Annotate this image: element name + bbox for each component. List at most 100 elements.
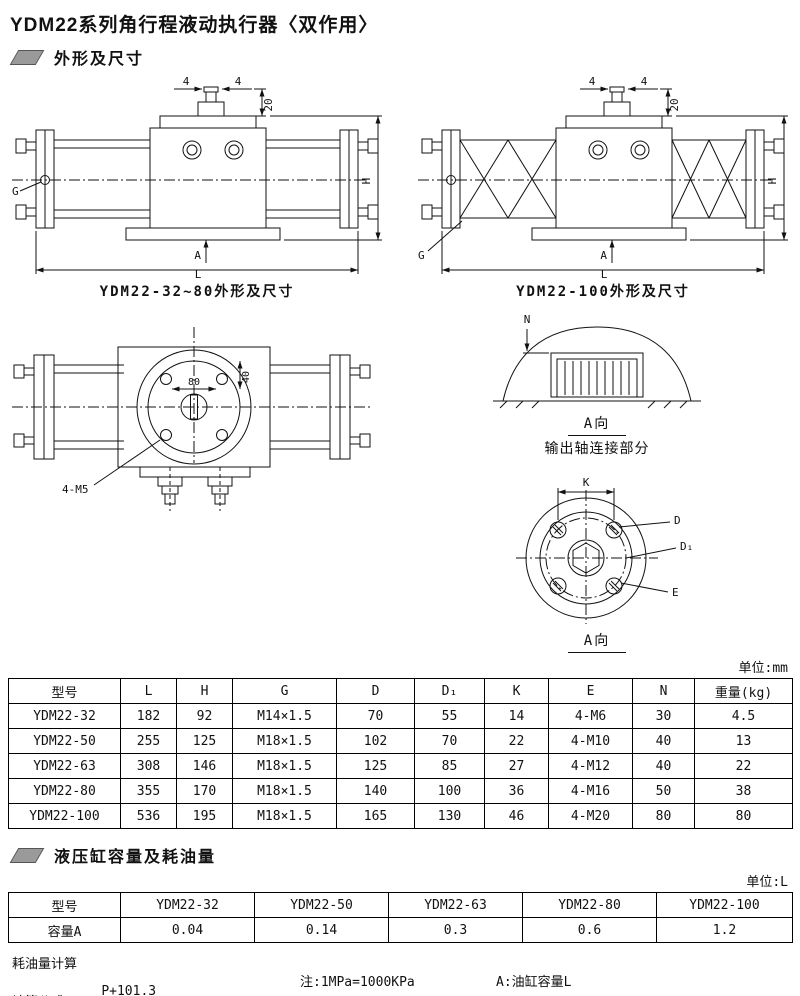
table-cell: 46	[484, 803, 549, 829]
view-a-label: A向	[567, 630, 627, 653]
dim-label-A: A	[194, 249, 201, 262]
table-cell: 165	[336, 803, 415, 829]
drawing-caption-32-80: YDM22-32~80外形及尺寸	[99, 284, 295, 300]
table-row-header: 容量A	[8, 917, 121, 943]
dim-label-80: 80	[188, 377, 200, 388]
view-label-block: A向	[567, 630, 627, 653]
table-cell: 195	[176, 803, 233, 829]
plan-view-drawing-icon: 80 40 4-M5	[12, 327, 372, 511]
dim-label-20: 20	[668, 98, 681, 111]
table-row-header: YDM22-80	[8, 778, 121, 804]
table-cell: 80	[632, 803, 695, 829]
output-shaft-dome-drawing-icon: N	[493, 313, 701, 409]
dim-label-E: E	[672, 586, 679, 599]
table-header-cell: K	[484, 678, 549, 704]
table-cell: 125	[176, 728, 233, 754]
drawing-caption-100: YDM22-100外形及尺寸	[516, 284, 690, 300]
table-header-cell: YDM22-50	[254, 892, 389, 918]
table-row-header: YDM22-32	[8, 703, 121, 729]
table-cell: 38	[694, 778, 793, 804]
table-row-header: YDM22-63	[8, 753, 121, 779]
section-heading-label: 外形及尺寸	[54, 49, 145, 68]
section-heading-label: 液压缸容量及耗油量	[54, 847, 217, 866]
table-cell: 308	[120, 753, 177, 779]
dim-label-4: 4	[183, 75, 190, 88]
calc-title: 耗油量计算	[12, 957, 78, 972]
table-header-cell: 型号	[8, 678, 121, 704]
table-header-cell: G	[232, 678, 337, 704]
table-cell: 4-M12	[548, 753, 633, 779]
table-cell: 102	[336, 728, 415, 754]
dim-label-H: H	[360, 178, 373, 185]
formula-fraction: P+101.3 101.3	[98, 984, 159, 996]
dim-label-4: 4	[641, 75, 648, 88]
table-cell: 0.04	[120, 917, 255, 943]
table-cell: 355	[120, 778, 177, 804]
table-cell: 4-M20	[548, 803, 633, 829]
flange-drawing-icon: K D D₁ E	[516, 476, 693, 624]
page-title: YDM22系列角行程液动执行器〈双作用〉	[10, 15, 379, 36]
table-row-header: YDM22-50	[8, 728, 121, 754]
formula-numerator: P+101.3	[98, 984, 159, 996]
note-a: A:油缸容量L	[496, 975, 572, 990]
table-header-cell: YDM22-63	[388, 892, 523, 918]
table-cell: 182	[120, 703, 177, 729]
table-cell: 36	[484, 778, 549, 804]
section-heading-dimensions: 外形及尺寸	[9, 45, 792, 69]
table-cell: M18×1.5	[232, 803, 337, 829]
table-cell: 40	[632, 753, 695, 779]
table-cell: 55	[414, 703, 485, 729]
notes-column-right: A:油缸容量L P:液压源压力KPa n:每分钟开关次数	[496, 953, 792, 996]
view-label-block: A向 输出轴连接部分	[545, 413, 650, 458]
dim-label-N: N	[524, 313, 531, 326]
formula-prefix: 计算公式V=A×	[12, 991, 95, 996]
unit-label-l: 单位:L	[746, 875, 788, 890]
notes-section: 耗油量计算 计算公式V=A× P+101.3 101.3 ×n 注:1MPa=1…	[12, 953, 792, 996]
dim-label-L: L	[601, 268, 608, 279]
dim-label-G: G	[418, 249, 425, 262]
notes-column-formula: 耗油量计算 计算公式V=A× P+101.3 101.3 ×n	[12, 953, 300, 996]
figure-side-100: 4 4 20 G A L H YDM22-100外形及尺寸	[414, 73, 792, 301]
table-cell: 130	[414, 803, 485, 829]
table-header-cell: YDM22-100	[656, 892, 793, 918]
figure-output-shaft-view: N A向 输出轴连接部分	[487, 307, 707, 458]
table-cell: 170	[176, 778, 233, 804]
figure-flange-view: K D D₁ E A向	[490, 466, 704, 653]
notes-column-middle: 注:1MPa=1000KPa V:耗油量L/min	[300, 953, 496, 996]
table-cell: 85	[414, 753, 485, 779]
dim-label-20: 20	[262, 98, 275, 111]
table-cell: 0.3	[388, 917, 523, 943]
table-header-cell: E	[548, 678, 633, 704]
table-header-cell: D₁	[414, 678, 485, 704]
table-cell: 22	[694, 753, 793, 779]
table-cell: 40	[632, 728, 695, 754]
dim-label-D: D	[674, 514, 681, 527]
table-cell: 14	[484, 703, 549, 729]
table-cell: 125	[336, 753, 415, 779]
dim-label-40: 40	[241, 371, 252, 383]
table-cell: 4-M10	[548, 728, 633, 754]
table-cell: 70	[336, 703, 415, 729]
section-heading-capacity: 液压缸容量及耗油量	[9, 843, 792, 867]
table-cell: 100	[414, 778, 485, 804]
table-cell: 4-M6	[548, 703, 633, 729]
table-header-cell: H	[176, 678, 233, 704]
table-cell: 13	[694, 728, 793, 754]
dim-label-D1: D₁	[680, 540, 693, 553]
table-header-cell: 型号	[8, 892, 121, 918]
section-marker-icon	[9, 49, 45, 65]
table-header-cell: N	[632, 678, 695, 704]
drawings-row-side-views: 4 4 20 G A L H YDM22-32~80外形及尺寸	[8, 73, 792, 301]
table-cell: M14×1.5	[232, 703, 337, 729]
table-cell: 536	[120, 803, 177, 829]
table-cell: 50	[632, 778, 695, 804]
table-cell: 4.5	[694, 703, 793, 729]
